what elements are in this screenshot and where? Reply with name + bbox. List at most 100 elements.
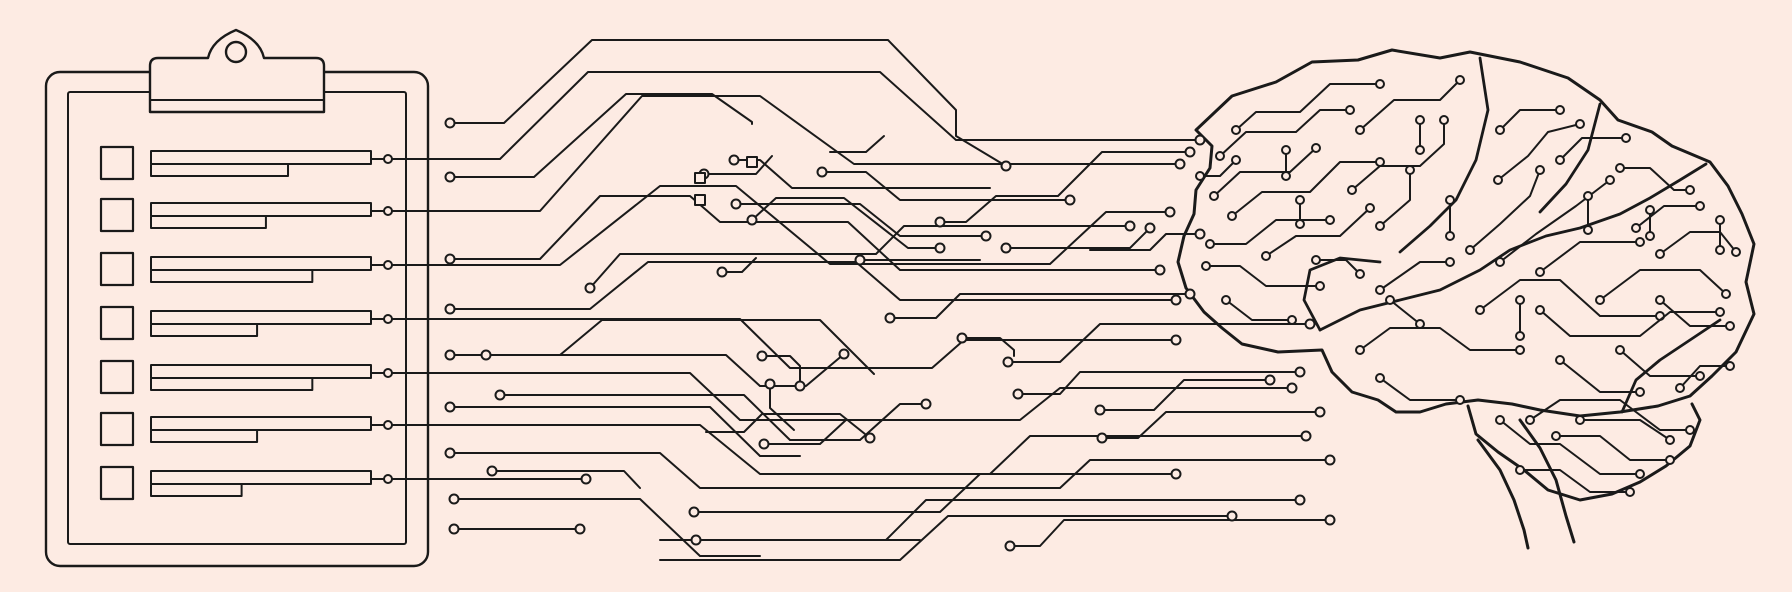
- circuit-pad: [1583, 225, 1593, 235]
- circuit-pad: [728, 154, 740, 166]
- circuit-pad: [1721, 289, 1731, 299]
- circuit-pad: [1264, 374, 1276, 386]
- circuit-trace-icon: [721, 257, 757, 273]
- circuit-pad: [1170, 468, 1182, 480]
- circuit-trace-icon: [735, 203, 987, 237]
- circuit-pad: [884, 312, 896, 324]
- circuit-pad: [1221, 295, 1231, 305]
- checklist-subline: [150, 216, 267, 229]
- circuit-pad: [1515, 345, 1525, 355]
- circuit-pad: [1094, 404, 1106, 416]
- circuit-pad: [1475, 305, 1485, 315]
- circuit-pad: [1375, 79, 1385, 89]
- circuit-brain-icon: [1176, 48, 1756, 550]
- brain-circuit-trace: [1231, 161, 1381, 217]
- brain-circuit-trace: [1599, 269, 1727, 301]
- brain-circuit-trace: [1659, 299, 1731, 327]
- circuit-pad: [1154, 264, 1166, 276]
- circuit-pad: [1415, 145, 1425, 155]
- circuit-pad: [1194, 228, 1206, 240]
- circuit-pad: [1170, 334, 1182, 346]
- circuit-pad: [1731, 247, 1741, 257]
- circuit-trace-icon: [391, 95, 1181, 212]
- circuit-pad: [746, 214, 758, 226]
- circuit-trace-icon: [961, 337, 1015, 357]
- circuit-pad: [383, 154, 393, 164]
- brain-circuit-trace: [1351, 119, 1445, 191]
- circuit-pad: [1535, 165, 1545, 175]
- circuit-pad: [794, 380, 806, 392]
- circuit-pad: [1515, 295, 1525, 305]
- circuit-pad: [1715, 215, 1725, 225]
- circuit-pad: [1194, 134, 1206, 146]
- checklist-subline: [150, 324, 259, 337]
- circuit-pad: [1595, 295, 1605, 305]
- brain-circuit-trace: [1379, 169, 1411, 227]
- brain-circuit-trace: [1555, 435, 1671, 461]
- circuit-pad: [1000, 160, 1012, 172]
- circuit-trace-icon: [391, 372, 1293, 421]
- circuit-pad: [1555, 155, 1565, 165]
- circuit-pad: [444, 349, 456, 361]
- checkbox-icon: [99, 359, 135, 395]
- brain-circuit-trace: [1359, 79, 1461, 131]
- circuit-pad: [1375, 373, 1385, 383]
- brain-circuit-trace: [1499, 109, 1561, 131]
- brain-circuit-trace: [1315, 259, 1361, 275]
- circuit-trace-icon: [693, 473, 1177, 513]
- circuit-pad: [1725, 321, 1735, 331]
- brain-circuit-trace: [1209, 219, 1331, 245]
- circuit-pad: [1096, 432, 1108, 444]
- circuit-pad: [1655, 249, 1665, 259]
- circuit-trace-icon: [1007, 323, 1311, 363]
- brain-circuit-trace: [1499, 179, 1611, 263]
- checklist-row: [99, 411, 393, 447]
- circuit-pad: [1355, 269, 1365, 279]
- circuit-pad: [1375, 157, 1385, 167]
- brain-circuit-trace: [1619, 349, 1701, 377]
- checklist-line: [150, 470, 372, 485]
- circuit-pad: [980, 230, 992, 242]
- circuit-pad: [756, 350, 768, 362]
- circuit-trace-icon: [449, 452, 1331, 489]
- circuit-pad: [444, 447, 456, 459]
- circuit-pad: [1685, 185, 1695, 195]
- circuit-traces: [391, 39, 1331, 561]
- circuit-pad: [1164, 206, 1176, 218]
- checklist-line: [150, 364, 372, 379]
- checklist-subline: [150, 484, 243, 497]
- circuit-pad: [690, 534, 702, 546]
- brain-circuit-trace: [1389, 299, 1421, 325]
- circuit-pad: [1465, 245, 1475, 255]
- brain-circuit-trace: [1539, 309, 1721, 337]
- circuit-pad: [1715, 307, 1725, 317]
- circuit-pad: [1295, 219, 1305, 229]
- checklist-line: [150, 256, 372, 271]
- circuit-pad: [1375, 221, 1385, 231]
- brain-circuit-trace: [1497, 123, 1581, 181]
- brain-circuit-trace: [1679, 365, 1731, 389]
- circuit-pad: [1347, 185, 1357, 195]
- circuit-pad: [580, 473, 592, 485]
- circuit-trace-icon: [449, 406, 801, 457]
- circuit-pad: [1002, 356, 1014, 368]
- circuit-pad: [444, 303, 456, 315]
- circuit-pad: [1405, 165, 1415, 175]
- brain-circuit-trace: [1205, 265, 1321, 287]
- circuit-pad: [1012, 388, 1024, 400]
- circuit-pad: [1645, 205, 1655, 215]
- circuit-pad: [1184, 288, 1196, 300]
- brain-circuit-trace: [1619, 167, 1691, 191]
- circuit-pad: [1455, 395, 1465, 405]
- checklist-row: [99, 197, 393, 233]
- circuit-pad: [486, 465, 498, 477]
- circuit-trace-icon: [449, 195, 1161, 271]
- circuit-pad: [383, 206, 393, 216]
- circuit-pad: [1311, 255, 1321, 265]
- circuit-pad: [1515, 465, 1525, 475]
- circuit-pad: [1665, 435, 1675, 445]
- circuit-trace-icon: [761, 355, 801, 387]
- circuit-pad: [1281, 171, 1291, 181]
- brain-circuit-trace: [1659, 231, 1737, 255]
